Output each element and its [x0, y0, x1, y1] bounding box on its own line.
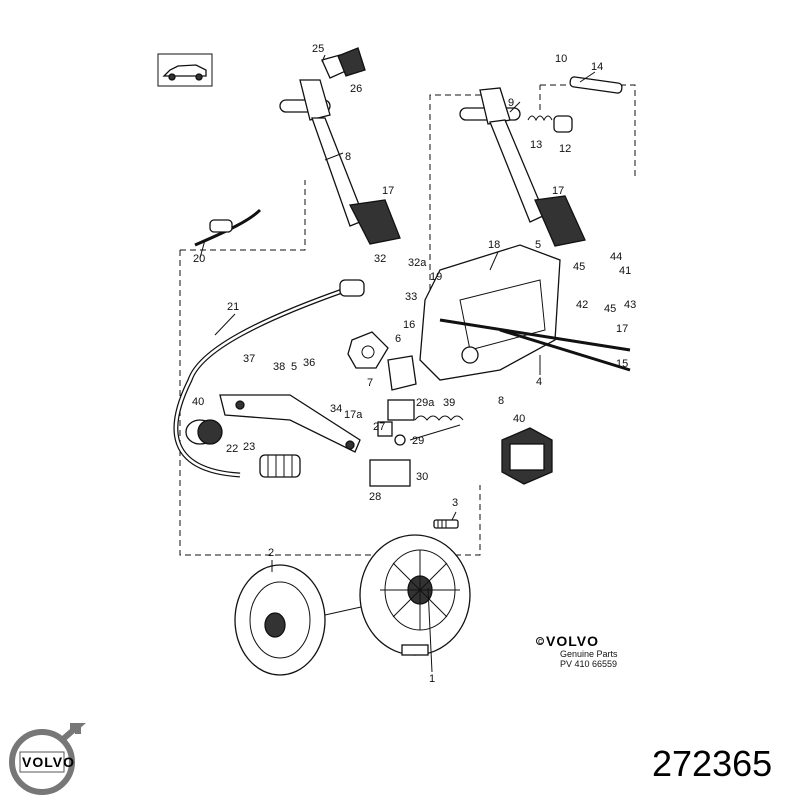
label-21: 21: [227, 301, 239, 313]
label-24: 23: [243, 441, 255, 453]
label-5-right: 5: [535, 239, 541, 251]
leader-lines: [199, 54, 596, 673]
label-13: 13: [530, 139, 542, 151]
label-17a: 17a: [344, 409, 363, 421]
label-8: 8: [498, 395, 504, 407]
label-9: 9: [508, 97, 514, 109]
label-25: 25: [312, 43, 324, 55]
label-7: 7: [367, 377, 373, 389]
label-43: 44: [610, 251, 622, 263]
label-32: 32a: [408, 257, 427, 269]
footer-logo-text: VOLVO: [22, 754, 75, 770]
clutch-pedal-left: [279, 47, 401, 245]
callout-labels: 25 26 8 17 20 32 32a 19 33 16 21 6 37 38…: [192, 43, 636, 685]
label-3: 3: [452, 497, 458, 509]
genuine-parts-stamp: c VOLVO Genuine Parts PV 410 66559: [536, 633, 618, 669]
label-33: 34: [330, 403, 342, 415]
label-11: 10: [555, 53, 567, 65]
label-36: 37: [243, 353, 255, 365]
pressure-plate: [359, 534, 471, 656]
label-22: 20: [193, 253, 205, 265]
bolt: [433, 519, 459, 529]
label-17-left: 17: [382, 185, 394, 197]
label-2: 2: [268, 547, 274, 559]
cover-plate: [387, 355, 417, 391]
label-12: 12: [559, 143, 571, 155]
label-10: 8: [345, 151, 351, 163]
label-39: 40: [192, 396, 204, 408]
gasket: [347, 331, 389, 369]
label-31: 32: [374, 253, 386, 265]
stamp-line1: Genuine Parts: [560, 649, 618, 659]
label-28: 28: [369, 491, 381, 503]
stamp-c: c: [538, 636, 543, 646]
label-17-right: 17: [552, 185, 564, 197]
small-clips: [369, 399, 464, 487]
stamp-logo: VOLVO: [546, 633, 599, 649]
car-thumbnail: [157, 53, 213, 87]
switch-box: [501, 427, 553, 485]
label-27: 27: [373, 421, 385, 433]
label-41: 41: [619, 265, 631, 277]
label-14: 14: [591, 61, 603, 73]
label-32a: 33: [405, 291, 417, 303]
label-40: 40: [513, 413, 525, 425]
cable-adjuster: [259, 454, 301, 478]
label-20: 19: [430, 271, 442, 283]
label-45-bottom: 45: [604, 303, 616, 315]
label-6: 6: [395, 333, 401, 345]
stamp-line2: PV 410 66559: [560, 659, 617, 669]
label-4: 4: [536, 376, 542, 388]
label-30: 30: [416, 471, 428, 483]
pedal-bracket: [419, 244, 631, 381]
release-bearing: [185, 419, 223, 445]
label-44: 43: [624, 299, 636, 311]
label-45-top: 45: [573, 261, 585, 273]
part-number: 272365: [652, 743, 772, 784]
label-16: 16: [403, 319, 415, 331]
volvo-logo: VOLVO: [9, 723, 86, 795]
label-15: 15: [616, 358, 628, 370]
label-29a: 29a: [416, 397, 435, 409]
label-26: 26: [350, 83, 362, 95]
label-18: 17: [616, 323, 628, 335]
label-42: 42: [576, 299, 588, 311]
label-1: 1: [429, 673, 435, 685]
brake-pedal-right: [459, 76, 623, 247]
label-34: 36: [303, 357, 315, 369]
label-37: 38: [273, 361, 285, 373]
label-23: 22: [226, 443, 238, 455]
label-19: 18: [488, 239, 500, 251]
label-38: 39: [443, 397, 455, 409]
clutch-disc: [234, 564, 371, 676]
release-fork: [219, 394, 361, 453]
label-29: 29: [412, 435, 424, 447]
label-5-left: 5: [291, 361, 297, 373]
